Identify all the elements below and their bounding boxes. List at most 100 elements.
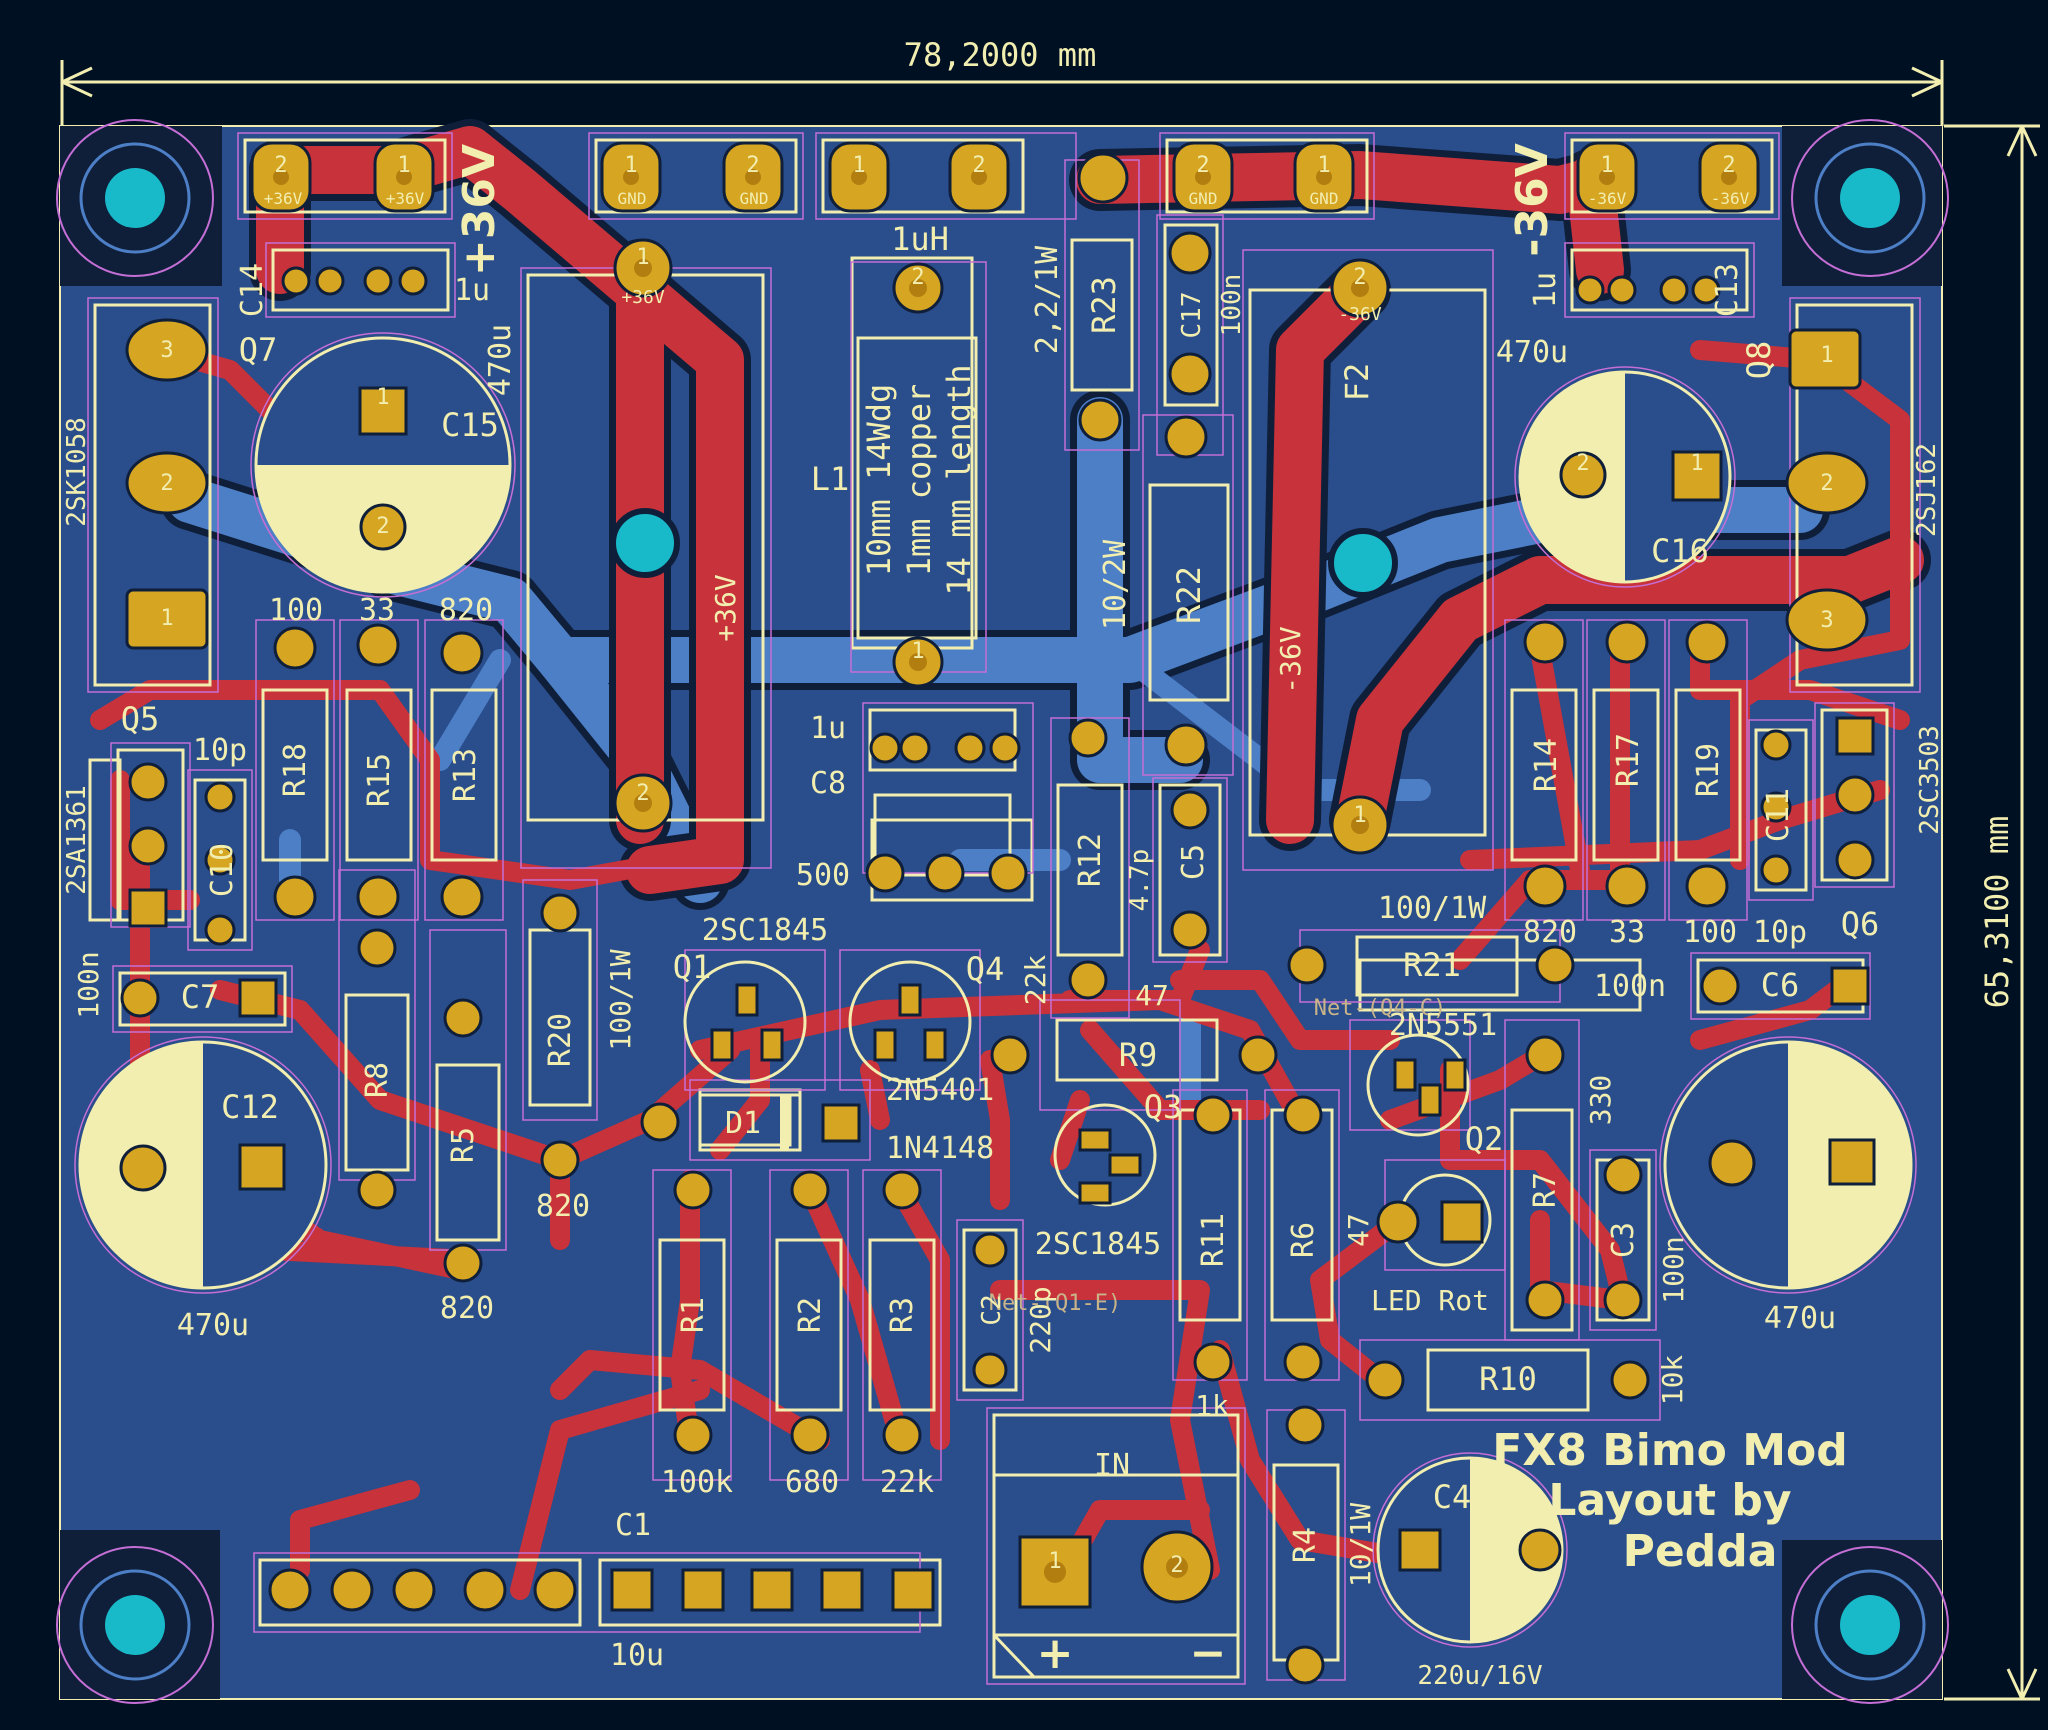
dimension-width-label: 78,2000 mm bbox=[904, 36, 1097, 74]
label-minus36v-track: -36V bbox=[1274, 626, 1307, 694]
r10-label: R10 bbox=[1479, 1360, 1537, 1398]
svg-text:1: 1 bbox=[1317, 153, 1330, 178]
q1-label: Q1 bbox=[673, 948, 712, 986]
svg-text:1: 1 bbox=[397, 153, 410, 178]
q3-label: Q3 bbox=[1144, 1088, 1183, 1126]
in-label: IN bbox=[1094, 1448, 1130, 1483]
c5-label: C5 bbox=[1176, 844, 1211, 880]
net-q4c-label: Net-(Q4-C) bbox=[1314, 996, 1446, 1021]
r5-value: 820 bbox=[536, 1189, 590, 1224]
svg-text:1: 1 bbox=[376, 385, 389, 410]
c3-value: 100n bbox=[1657, 1236, 1690, 1303]
l1-label: L1 bbox=[811, 460, 850, 498]
r2-label: R2 bbox=[793, 1297, 828, 1333]
q5-part: 2SA1361 bbox=[62, 785, 92, 895]
r19-value: 100 bbox=[1683, 915, 1737, 950]
c1-value: 10u bbox=[610, 1638, 664, 1673]
c7-label: C7 bbox=[181, 978, 220, 1016]
pad-label-vminus-2: -36V bbox=[1711, 189, 1750, 208]
in-plus-label: + bbox=[1037, 1628, 1074, 1679]
svg-text:1: 1 bbox=[911, 639, 924, 664]
svg-text:1: 1 bbox=[852, 153, 865, 178]
pad-label-gnd-4: GND bbox=[1310, 189, 1339, 208]
in-minus-label: − bbox=[1190, 1628, 1227, 1679]
r18-label: R18 bbox=[278, 743, 313, 797]
c6-label: C6 bbox=[1761, 966, 1800, 1004]
svg-text:2: 2 bbox=[160, 471, 173, 496]
c1-label: C1 bbox=[615, 1508, 651, 1543]
svg-text:1: 1 bbox=[1353, 803, 1366, 828]
pad-drills bbox=[273, 169, 1737, 1583]
svg-text:2: 2 bbox=[972, 153, 985, 178]
c8-value: 1u bbox=[810, 711, 846, 746]
d1-part: 1N4148 bbox=[886, 1131, 994, 1166]
c3-label: C3 bbox=[1606, 1222, 1641, 1258]
r11-value: 1k bbox=[1195, 1389, 1229, 1422]
svg-text:2: 2 bbox=[1196, 153, 1209, 178]
c12-value: 470u bbox=[177, 1308, 249, 1343]
input-terminal-in: IN + − bbox=[1037, 1448, 1227, 1679]
pad-label-vplus-2: +36V bbox=[386, 189, 425, 208]
r20-value: 100/1W bbox=[604, 949, 637, 1050]
q3-part: 2SC1845 bbox=[1035, 1227, 1161, 1262]
c13-label: C13 bbox=[1710, 263, 1745, 317]
silkscreen-labels: +36V +36V GND GND GND GND -36V -36V +36V… bbox=[62, 143, 1945, 1691]
c12-label: C12 bbox=[221, 1088, 279, 1126]
mounting-hole-bottom-left bbox=[56, 1546, 214, 1704]
r19-label: R19 bbox=[1691, 743, 1726, 797]
svg-text:2: 2 bbox=[1820, 471, 1833, 496]
mounting-hole-top-right bbox=[1791, 119, 1949, 277]
c16-label: C16 bbox=[1651, 532, 1709, 570]
r18-value: 100 bbox=[269, 593, 323, 628]
mounting-holes bbox=[56, 119, 1949, 1704]
svg-text:1: 1 bbox=[160, 606, 173, 631]
r17-label: R17 bbox=[1611, 733, 1646, 787]
q7-label: Q7 bbox=[239, 331, 278, 369]
r17-value: 33 bbox=[1609, 915, 1645, 950]
svg-text:1: 1 bbox=[636, 245, 649, 270]
pad-label-vminus-1: -36V bbox=[1588, 189, 1627, 208]
r14-value: 820 bbox=[1523, 915, 1577, 950]
board-title-line1: FX8 Bimo Mod bbox=[1492, 1425, 1847, 1476]
c17-value: 100n bbox=[1217, 274, 1247, 337]
svg-text:2: 2 bbox=[911, 265, 924, 290]
c13-value: 1u bbox=[1528, 272, 1563, 308]
l1-desc3: 14 mm length bbox=[940, 364, 978, 595]
pad-label-gnd-1: GND bbox=[618, 189, 647, 208]
l1-desc1: 10mm 14Wdg bbox=[860, 384, 898, 577]
svg-text:2: 2 bbox=[1170, 1553, 1183, 1578]
r15-value: 33 bbox=[359, 593, 395, 628]
label-plus36v-track: +36V bbox=[709, 574, 742, 642]
svg-text:1: 1 bbox=[1690, 451, 1703, 476]
r8-label: R8 bbox=[360, 1062, 395, 1098]
pad-label-gnd-3: GND bbox=[1189, 189, 1218, 208]
c10-label: C10 bbox=[205, 843, 240, 897]
c9-label: C9 bbox=[1823, 1092, 1862, 1130]
svg-text:2: 2 bbox=[274, 153, 287, 178]
r4-value: 10/1W bbox=[1344, 1503, 1377, 1587]
c14-label: C14 bbox=[235, 263, 270, 317]
c15-value: 470u bbox=[483, 324, 518, 396]
l1-desc2: 1mm copper bbox=[900, 384, 938, 577]
board-title-line2: Layout by bbox=[1548, 1475, 1791, 1526]
r15-label: R15 bbox=[362, 753, 397, 807]
c16-value: 470u bbox=[1496, 335, 1568, 370]
c8-label: C8 bbox=[810, 766, 846, 801]
c7-value: 100n bbox=[72, 951, 105, 1018]
q5-label: Q5 bbox=[121, 700, 160, 738]
r6-value: 47 bbox=[1342, 1213, 1375, 1247]
heatsink-hole-right bbox=[1328, 528, 1398, 598]
q6-part: 2SC3503 bbox=[1915, 725, 1945, 835]
r9-value: 47 bbox=[1135, 979, 1169, 1012]
q7-part: 2SK1058 bbox=[62, 417, 92, 527]
d1-label: D1 bbox=[725, 1106, 761, 1141]
q2-label: Q2 bbox=[1465, 1120, 1504, 1158]
c5-value: 4.7p bbox=[1125, 849, 1155, 912]
c17-label: C17 bbox=[1177, 292, 1207, 339]
q8-part: 2SJ162 bbox=[1912, 443, 1942, 537]
r7-value: 330 bbox=[1584, 1075, 1617, 1126]
r3-label: R3 bbox=[885, 1297, 920, 1333]
r13-label: R13 bbox=[448, 748, 483, 802]
r12-value: 22k bbox=[1019, 955, 1052, 1006]
